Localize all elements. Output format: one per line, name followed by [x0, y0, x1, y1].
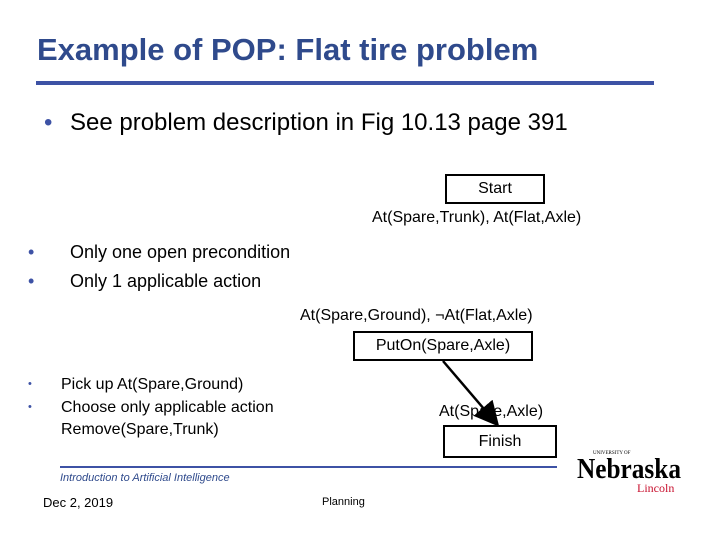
finish-step-box: Finish: [443, 425, 557, 458]
lower-bullet: • Pick up At(Spare,Ground): [28, 376, 243, 394]
bullet-marker: •: [28, 378, 32, 390]
footer-course-name: Introduction to Artificial Intelligence: [60, 472, 230, 484]
mid-bullet-text: Only 1 applicable action: [70, 271, 262, 291]
bullet-marker: •: [28, 271, 35, 291]
logo-main-text: Nebraska: [577, 454, 681, 485]
logo-bottom-text: Lincoln: [637, 481, 674, 495]
lower-bullet: • Choose only applicable action: [28, 399, 274, 417]
mid-bullet: • Only one open precondition: [28, 242, 290, 263]
bullet-marker: •: [28, 401, 32, 413]
finish-precondition-label: At(Spare,Axle): [439, 403, 544, 420]
mid-bullet-text: Only one open precondition: [70, 242, 291, 262]
puton-preconditions-label: At(Spare,Ground), ¬At(Flat,Axle): [300, 307, 533, 324]
footer-divider: [60, 466, 557, 468]
title-underline: [36, 81, 654, 85]
lower-bullet-text: Choose only applicable action: [61, 399, 274, 416]
lower-bullet-text: Pick up At(Spare,Ground): [61, 376, 244, 393]
nebraska-logo: UNIVERSITY OF Nebraska Lincoln: [577, 451, 681, 495]
logo-top-text: UNIVERSITY OF: [593, 451, 631, 456]
mid-bullet: • Only 1 applicable action: [28, 271, 261, 292]
slide-title: Example of POP: Flat tire problem: [37, 32, 539, 67]
footer-topic: Planning: [322, 496, 365, 508]
footer-date: Dec 2, 2019: [43, 495, 114, 510]
start-effects-label: At(Spare,Trunk), At(Flat,Axle): [372, 209, 582, 226]
bullet-marker: •: [28, 242, 35, 262]
main-bullet: • See problem description in Fig 10.13 pa…: [44, 109, 568, 137]
bullet-marker: •: [44, 109, 53, 136]
start-step-box: Start: [445, 174, 545, 204]
puton-step-box: PutOn(Spare,Axle): [353, 331, 533, 361]
main-bullet-text: See problem description in Fig 10.13 pag…: [70, 109, 568, 136]
lower-bullet-continuation: Remove(Spare,Trunk): [61, 421, 219, 438]
